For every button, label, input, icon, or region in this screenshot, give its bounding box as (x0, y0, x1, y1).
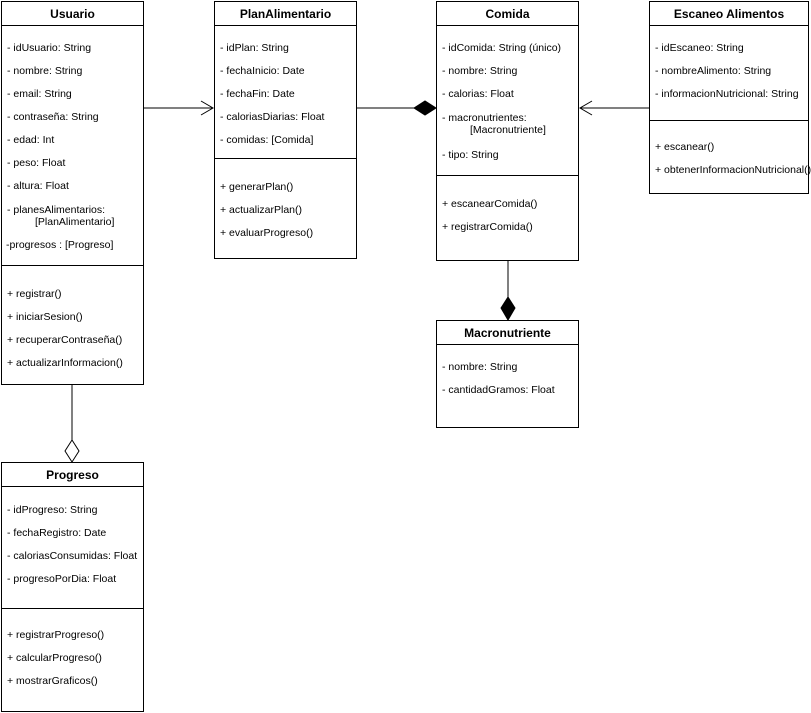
method: + escanearComida() (442, 198, 538, 210)
method: + registrarComida() (442, 221, 533, 233)
usuario-progreso-diamond (64, 439, 80, 463)
attribute-type: [Macronutriente] (470, 124, 546, 136)
attribute: - nombre: String (442, 65, 518, 77)
attribute: - nombre: String (7, 65, 83, 77)
attribute: - contraseña: String (7, 111, 99, 123)
class-title: PlanAlimentario (215, 2, 356, 26)
class-plan-alimentario[interactable]: PlanAlimentario - idPlan: String - fecha… (214, 1, 357, 259)
attribute: - edad: Int (7, 134, 55, 146)
attribute: - progresoPorDia: Float (7, 573, 117, 585)
class-comida[interactable]: Comida - idComida: String (único) - nomb… (436, 1, 579, 261)
attribute: -progresos : [Progreso] (6, 239, 114, 251)
attributes-section: - idComida: String (único) - nombre: Str… (437, 26, 578, 176)
comida-macro-diamond (500, 296, 516, 321)
method: + calcularProgreso() (7, 652, 102, 664)
method: + actualizarPlan() (220, 204, 302, 216)
attribute: - altura: Float (7, 180, 69, 192)
attribute: - idEscaneo: String (655, 42, 744, 54)
plan-comida-diamond (413, 100, 437, 116)
attribute: - calorias: Float (442, 88, 514, 100)
class-title: Macronutriente (437, 321, 578, 345)
attribute: - fechaInicio: Date (220, 65, 305, 77)
method: + generarPlan() (220, 181, 294, 193)
method: + registrar() (7, 288, 62, 300)
method: + evaluarProgreso() (220, 227, 314, 239)
method: + obtenerInformacionNutricional() (655, 164, 811, 176)
attribute: - informacionNutricional: String (655, 88, 799, 100)
method: + escanear() (655, 141, 715, 153)
attribute: - tipo: String (442, 149, 499, 161)
attribute: - nombreAlimento: String (655, 65, 772, 77)
class-escaneo-alimentos[interactable]: Escaneo Alimentos - idEscaneo: String - … (649, 1, 811, 194)
attribute: - idProgreso: String (7, 504, 98, 516)
class-title: Progreso (2, 463, 143, 487)
attribute: - cantidadGramos: Float (442, 384, 555, 396)
attribute: - macronutrientes: [Macronutriente] (442, 112, 546, 136)
attribute: - planesAlimentarios: [PlanAlimentario] (7, 204, 114, 228)
attribute-line: - planesAlimentarios: (7, 204, 106, 216)
attributes-section: - idProgreso: String - fechaRegistro: Da… (2, 487, 143, 609)
attribute: - idUsuario: String (7, 42, 92, 54)
method: + actualizarInformacion() (7, 357, 123, 369)
attribute: - caloriasDiarias: Float (220, 111, 325, 123)
method: + mostrarGraficos() (7, 675, 98, 687)
attribute: - fechaRegistro: Date (7, 527, 107, 539)
class-usuario[interactable]: Usuario - idUsuario: String - nombre: St… (1, 1, 144, 385)
method: + registrarProgreso() (7, 629, 105, 641)
attribute-type: [PlanAlimentario] (35, 216, 115, 228)
attribute: - email: String (7, 88, 72, 100)
usuario-plan-arrowhead (200, 100, 214, 116)
attributes-section: - idEscaneo: String - nombreAlimento: St… (650, 26, 808, 121)
class-progreso[interactable]: Progreso - idProgreso: String - fechaReg… (1, 462, 144, 712)
attribute: - fechaFin: Date (220, 88, 295, 100)
method: + iniciarSesion() (7, 311, 83, 323)
class-macronutriente[interactable]: Macronutriente - nombre: String - cantid… (436, 320, 579, 428)
attribute: - comidas: [Comida] (220, 134, 314, 146)
attribute-line: - macronutrientes: (442, 112, 527, 124)
attribute: - idPlan: String (220, 42, 289, 54)
attribute: - peso: Float (7, 157, 66, 169)
class-title: Usuario (2, 2, 143, 26)
attribute: - idComida: String (único) (442, 42, 562, 54)
attribute: - caloriasConsumidas: Float (7, 550, 138, 562)
class-title: Comida (437, 2, 578, 26)
attribute: - nombre: String (442, 361, 518, 373)
escaneo-comida-arrowhead (579, 100, 593, 116)
class-title: Escaneo Alimentos (650, 2, 808, 26)
attributes-section: - idUsuario: String - nombre: String - e… (2, 26, 143, 266)
attributes-section: - idPlan: String - fechaInicio: Date - f… (215, 26, 356, 159)
method: + recuperarContraseña() (7, 334, 123, 346)
